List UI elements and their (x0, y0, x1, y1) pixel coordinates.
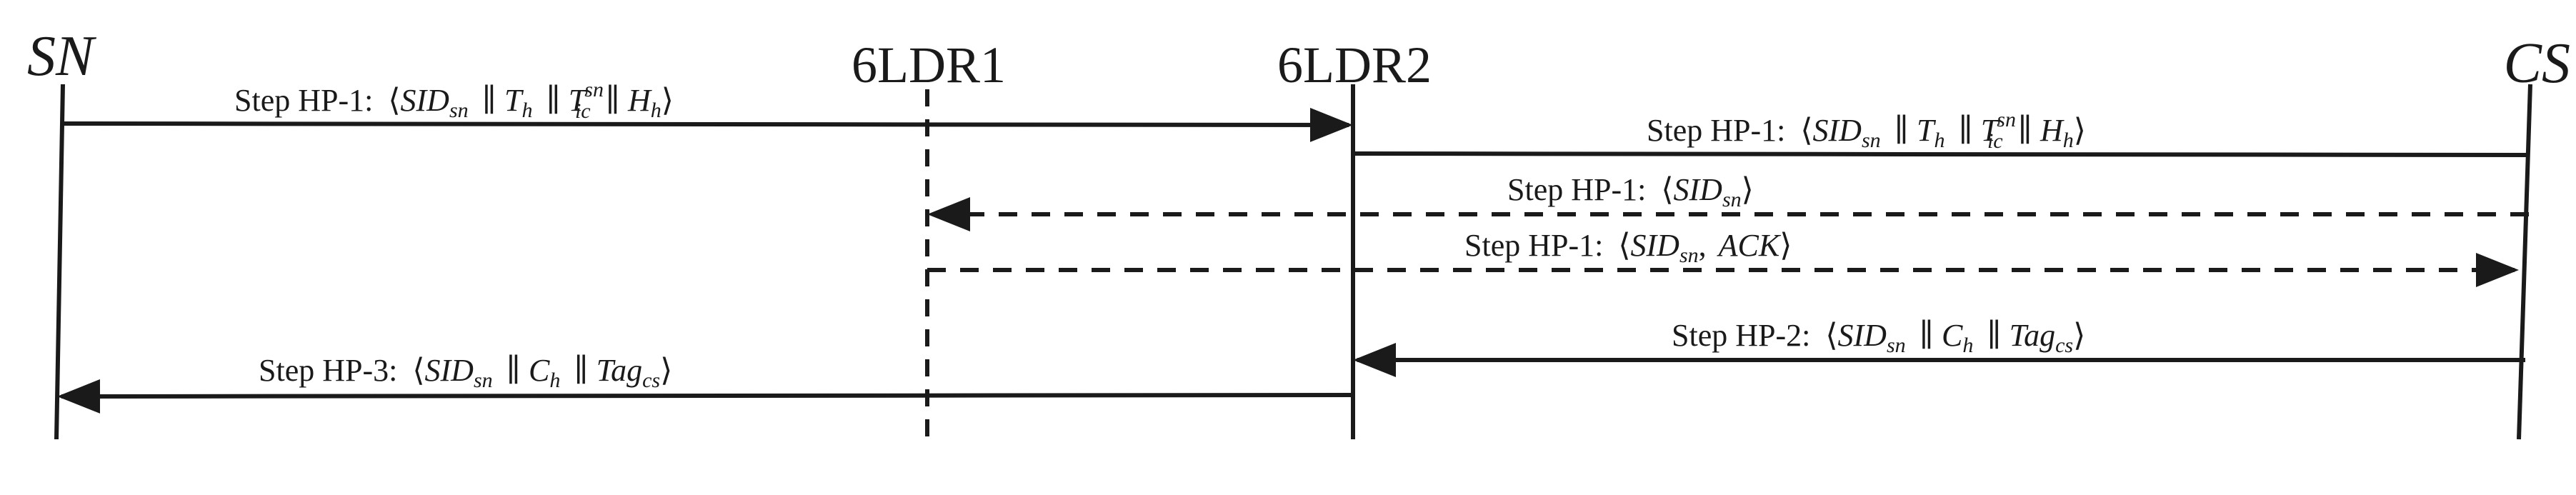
message-6-label: Step HP-3: ⟨SIDsn ∥ Ch ∥ Tagcs⟩ (259, 353, 672, 394)
actor-6ldr1-label: 6LDR1 (852, 36, 1006, 94)
message-5-label: Step HP-2: ⟨SIDsn ∥ Ch ∥ Tagcs⟩ (1672, 318, 2085, 359)
lifeline-sn (54, 84, 65, 440)
actor-cs-label: CS (2504, 32, 2570, 95)
lifeline-cs (2517, 84, 2532, 440)
message-2-line (1352, 151, 2530, 157)
message-4-label: Step HP-1: ⟨SIDsn, ACK⟩ (1464, 228, 1792, 267)
actor-sn-label: SN (27, 25, 97, 88)
actor-6ldr2-label: 6LDR2 (1277, 36, 1432, 94)
message-3-label: Step HP-1: ⟨SIDsn⟩ (1507, 172, 1754, 211)
message-6-arrow (57, 379, 1354, 414)
message-1-arrow (62, 107, 1353, 142)
